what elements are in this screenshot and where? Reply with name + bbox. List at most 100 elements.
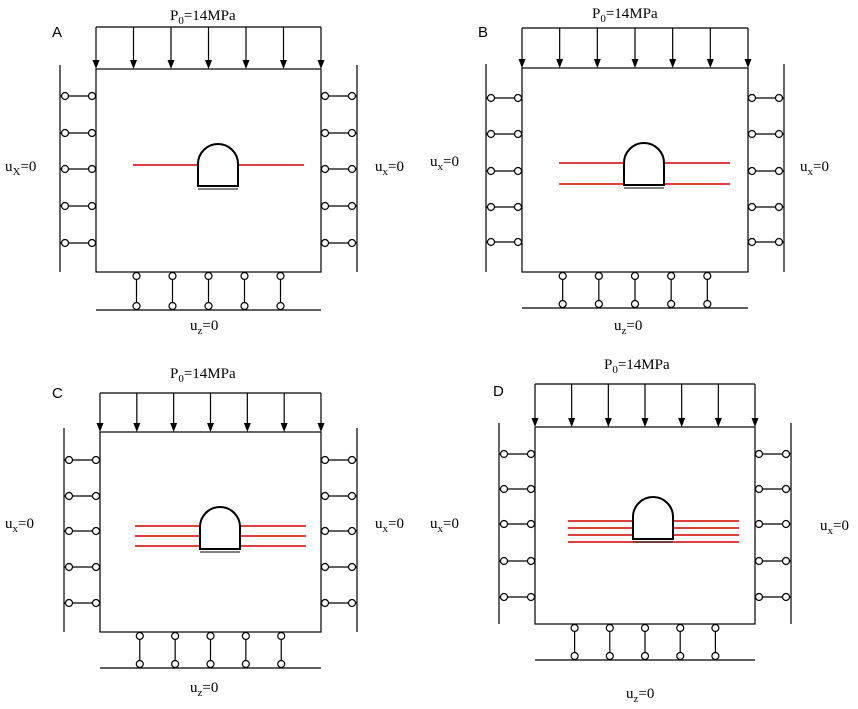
bottom-roller-node [241,631,250,641]
bottom-roller-node [558,271,567,281]
right-roller-node [747,202,757,212]
bottom-roller-node [594,299,603,309]
right-roller-node [320,491,330,501]
right-roller-node [347,128,357,138]
load-arrow-head [167,60,175,69]
bottom-roller-node [676,651,685,661]
left-roller-node [91,491,101,501]
load-arrow-head [678,418,686,427]
left-roller-node [526,592,536,602]
left-roller-node [60,238,70,248]
geometry [498,383,792,661]
right-roller-node [320,455,330,465]
right-roller-node [747,237,757,247]
geometry [59,26,358,311]
left-boundary-label: uX=0 [5,159,36,178]
load-arrow-head [631,59,639,68]
right-roller-node [754,484,764,494]
right-roller-node [347,562,357,572]
left-roller-node [60,201,70,211]
load-label: P0=14MPa [604,357,670,376]
right-roller-node [754,449,764,459]
right-roller-node [347,238,357,248]
bottom-roller-node [594,271,603,281]
left-roller-node [499,519,509,529]
load-arrow-head [641,418,649,427]
bottom-roller-node [135,631,144,641]
bottom-roller-node [241,659,250,669]
left-roller-node [91,526,101,536]
bottom-roller-node [277,631,286,641]
bottom-roller-node [168,271,177,281]
right-roller-node [747,166,757,176]
left-roller-node [91,562,101,572]
right-roller-node [320,238,330,248]
load-label: P0=14MPa [170,8,236,27]
bottom-roller-node [667,271,676,281]
right-roller-node [774,166,784,176]
load-arrow-head [280,60,287,69]
left-roller-node [513,129,523,139]
left-boundary-label: ux=0 [5,516,34,535]
load-arrow-head [714,418,722,427]
bottom-roller-node [676,623,685,633]
left-roller-node [91,598,101,608]
load-arrow-head [604,418,612,427]
left-roller-node [526,556,536,566]
left-roller-node [91,455,101,465]
left-roller-node [526,484,536,494]
load-arrow-head [207,423,214,432]
right-roller-node [347,91,357,101]
right-roller-node [347,526,357,536]
load-arrow-head [317,423,325,432]
tunnel-opening [623,142,665,186]
load-arrow-head [133,423,141,432]
bottom-roller-node [171,631,180,641]
tunnel-opening [197,143,239,187]
bottom-roller-node [605,623,614,633]
panel-letter: C [52,385,63,402]
load-arrow-head [130,60,137,69]
right-roller-node [754,519,764,529]
bottom-roller-node [206,631,215,641]
load-arrow-head [280,423,288,432]
left-roller-node [499,449,509,459]
left-roller-node [499,556,509,566]
load-arrow-head [744,59,752,68]
bottom-boundary-label: uz=0 [614,318,642,337]
right-roller-node [747,129,757,139]
left-roller-node [486,93,496,103]
left-roller-node [486,237,496,247]
right-roller-node [347,491,357,501]
left-roller-node [486,202,496,212]
bottom-roller-node [640,651,650,661]
right-roller-node [347,598,357,608]
left-roller-node [486,129,496,139]
geometry [485,27,785,309]
load-arrow-head [92,60,100,69]
load-arrow-head [518,59,526,68]
bottom-roller-node [276,301,285,311]
right-boundary-label: ux=0 [375,516,404,535]
bottom-roller-node [168,301,177,311]
load-arrow-head [568,418,576,427]
right-roller-node [320,598,330,608]
load-arrow-head [706,59,714,68]
left-roller-node [526,449,536,459]
panel-a: A P0=14MPa uX=0 ux=0 uz=0 [5,8,404,337]
bottom-roller-node [204,271,213,281]
left-roller-node [64,562,74,572]
panel-letter: B [478,24,488,41]
load-arrow-head [556,59,564,68]
right-roller-node [347,164,357,174]
load-arrow-head [242,60,250,69]
right-boundary-label: ux=0 [820,518,849,537]
left-roller-node [87,164,97,174]
bottom-roller-node [204,301,213,311]
left-roller-node [486,166,496,176]
left-roller-node [64,598,74,608]
bottom-roller-node [558,299,567,309]
right-roller-node [320,91,330,101]
left-roller-node [513,166,523,176]
right-roller-node [347,455,357,465]
